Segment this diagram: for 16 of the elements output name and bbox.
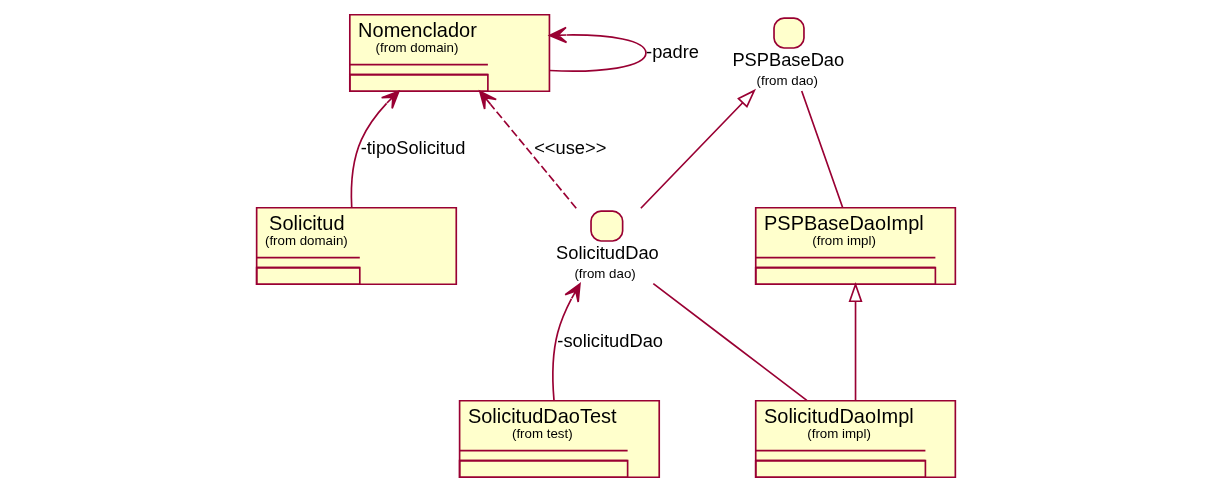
edge-label: -tipoSolicitud xyxy=(360,137,465,159)
arrow xyxy=(848,282,863,402)
edge-label: -padre xyxy=(645,40,699,62)
arrow xyxy=(478,90,577,210)
arrow xyxy=(551,283,581,402)
edge-label: <<use>> xyxy=(533,137,606,159)
node-label: PSPBaseDao xyxy=(731,49,844,70)
connector xyxy=(651,282,808,402)
connector xyxy=(800,90,843,209)
node-label: (from dao) xyxy=(756,73,818,89)
arrow xyxy=(548,26,647,72)
node-label: (from dao) xyxy=(573,266,636,282)
node-label: SolicitudDao xyxy=(555,241,659,263)
edge-label: -solicitudDao xyxy=(556,330,663,352)
arrow xyxy=(350,90,400,209)
arrow xyxy=(639,88,756,210)
